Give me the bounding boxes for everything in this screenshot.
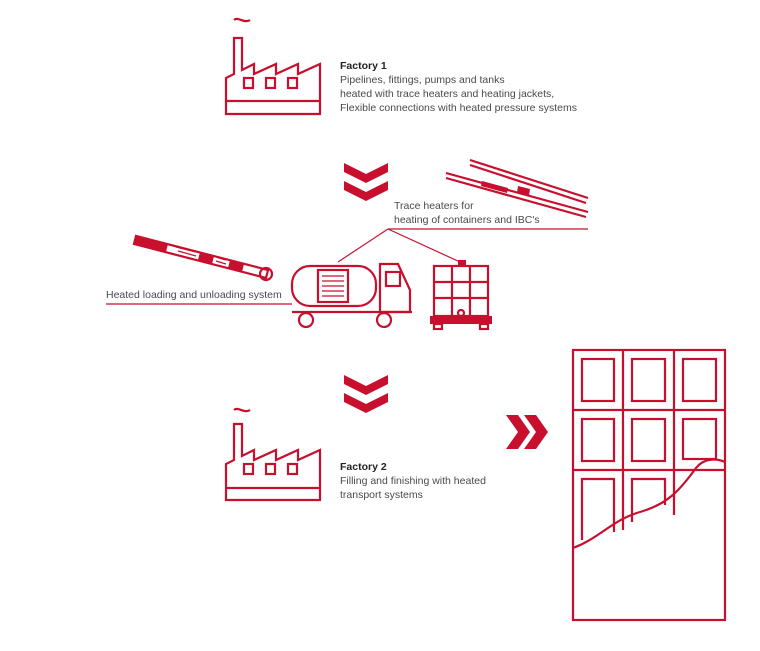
chevron-down-icon	[344, 375, 388, 413]
chevron-down-icon	[344, 163, 388, 201]
factory1-title: Factory 1	[340, 60, 387, 72]
factory1-line-3: Flexible connections with heated pressur…	[340, 102, 577, 114]
factory1-block: Factory 1 Pipelines, fittings, pumps and…	[340, 59, 577, 115]
tanker-truck-icon	[290, 262, 412, 329]
factory-icon	[224, 17, 322, 116]
trace-heaters-block: Trace heaters for heating of containers …	[394, 199, 540, 227]
chocolate-bar-icon	[571, 348, 727, 622]
factory2-title: Factory 2	[340, 461, 387, 473]
trace-heaters-line-2: heating of containers and IBC's	[394, 214, 540, 226]
chevron-right-icon	[506, 415, 548, 449]
factory2-line-2: transport systems	[340, 489, 423, 501]
factory2-line-1: Filling and finishing with heated	[340, 475, 486, 487]
trace-heater-cable-icon	[445, 158, 589, 219]
factory1-line-2: heated with trace heaters and heating ja…	[340, 88, 555, 100]
factory1-line-1: Pipelines, fittings, pumps and tanks	[340, 74, 505, 86]
factory2-block: Factory 2 Filling and finishing with hea…	[340, 460, 486, 502]
factory-icon	[224, 407, 322, 502]
trace-heaters-connector	[337, 228, 588, 263]
ibc-container-icon	[430, 260, 492, 331]
loading-label: Heated loading and unloading system	[106, 289, 282, 301]
heating-hose-icon	[132, 234, 274, 282]
trace-heaters-line-1: Trace heaters for	[394, 200, 474, 212]
